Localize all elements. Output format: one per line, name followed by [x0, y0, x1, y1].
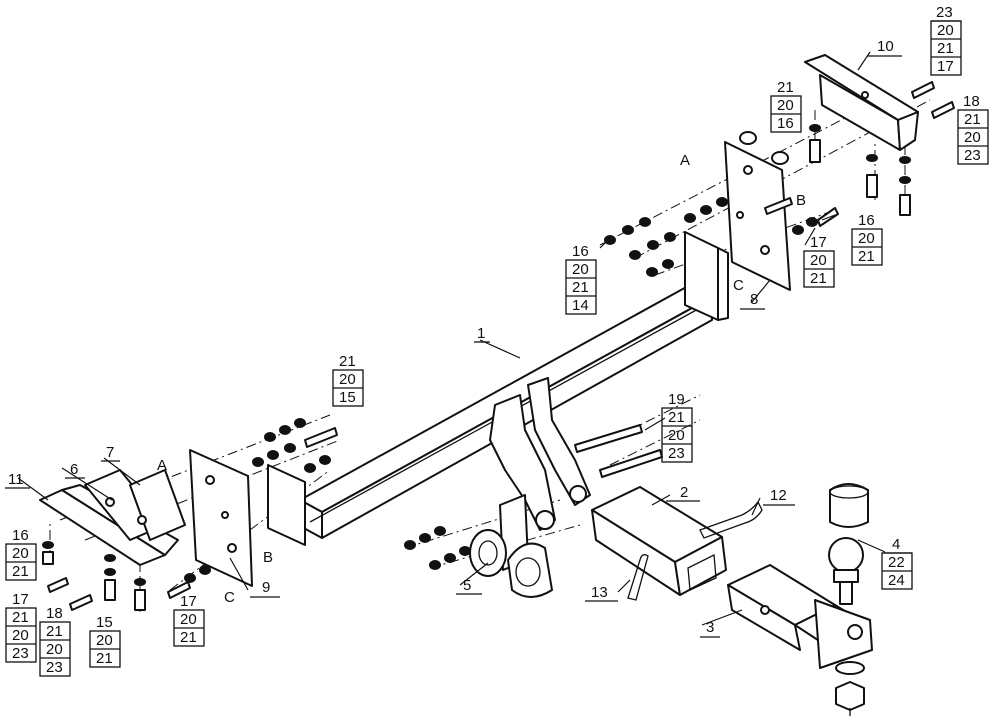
svg-text:21: 21: [810, 270, 827, 287]
svg-text:23: 23: [936, 4, 953, 21]
svg-text:22: 22: [888, 554, 905, 571]
stack-21-20-16: 21 20 16: [770, 79, 802, 133]
hitch-pin: [699, 500, 763, 539]
svg-text:23: 23: [12, 645, 29, 662]
callout-5: 5: [463, 577, 471, 594]
leader-lines: [17, 51, 886, 626]
tow-ball-assembly: [828, 483, 869, 716]
callout-6: 6: [70, 461, 78, 478]
svg-text:21: 21: [858, 248, 875, 265]
svg-text:21: 21: [937, 40, 954, 57]
reference-letters: A B C A B C: [157, 152, 806, 606]
callout-1: 1: [477, 325, 485, 342]
stack-18-21-20-23-right: 18 21 20 23: [957, 93, 989, 165]
stack-18-21-20-23-left: 18 21 20 23: [39, 605, 71, 677]
fastener-set: [42, 81, 955, 611]
svg-text:20: 20: [668, 427, 685, 444]
svg-text:19: 19: [668, 391, 685, 408]
stack-4-22-24: 4 22 24: [881, 536, 913, 590]
svg-text:16: 16: [12, 527, 29, 544]
spring-clip: [627, 554, 649, 601]
svg-text:21: 21: [12, 563, 29, 580]
callout-12: 12: [770, 487, 787, 504]
svg-text:21: 21: [12, 609, 29, 626]
stack-17-20-21-left: 17 20 21: [173, 593, 205, 647]
svg-text:23: 23: [964, 147, 981, 164]
svg-text:4: 4: [892, 536, 900, 553]
stack-16-20-21-left: 16 20 21: [5, 527, 37, 581]
left-frame-brackets: [39, 469, 186, 566]
svg-text:21: 21: [339, 353, 356, 370]
svg-text:17: 17: [180, 593, 197, 610]
svg-text:21: 21: [668, 409, 685, 426]
svg-text:21: 21: [777, 79, 794, 96]
letter-b-right: B: [796, 192, 806, 209]
ball-mount-bar: [727, 564, 873, 669]
svg-text:21: 21: [572, 279, 589, 296]
svg-text:20: 20: [937, 22, 954, 39]
svg-text:17: 17: [12, 591, 29, 608]
svg-text:17: 17: [810, 234, 827, 251]
stack-23-20-21-17: 23 20 21 17: [930, 4, 962, 76]
svg-text:18: 18: [46, 605, 63, 622]
center-bracket: [489, 377, 591, 531]
svg-text:20: 20: [46, 641, 63, 658]
svg-text:21: 21: [96, 650, 113, 667]
letter-c-left: C: [224, 589, 235, 606]
callout-11: 11: [8, 471, 24, 488]
svg-text:24: 24: [888, 572, 905, 589]
receiver-tube: [591, 486, 727, 596]
callout-3: 3: [706, 619, 714, 636]
svg-text:15: 15: [339, 389, 356, 406]
svg-text:17: 17: [937, 58, 954, 75]
svg-text:21: 21: [964, 111, 981, 128]
svg-text:16: 16: [572, 243, 589, 260]
stack-19-21-20-23: 19 21 20 23: [661, 391, 693, 463]
svg-text:14: 14: [572, 297, 589, 314]
stack-15-20-21: 15 20 21: [89, 614, 121, 668]
svg-text:21: 21: [46, 623, 63, 640]
callout-7: 7: [106, 444, 114, 461]
callout-10: 10: [877, 38, 894, 55]
part-callouts: 1 2 3 5 6 7 8 9 10 11 12 13: [5, 38, 902, 638]
svg-text:21: 21: [180, 629, 197, 646]
svg-text:23: 23: [668, 445, 685, 462]
right-frame-bracket: [804, 54, 919, 151]
callout-8: 8: [750, 291, 758, 308]
stack-17-21-20-23: 17 21 20 23: [5, 591, 37, 663]
svg-text:20: 20: [777, 97, 794, 114]
svg-text:20: 20: [339, 371, 356, 388]
svg-text:23: 23: [46, 659, 63, 676]
callout-13: 13: [591, 584, 608, 601]
svg-text:20: 20: [964, 129, 981, 146]
callout-2: 2: [680, 484, 688, 501]
letter-c-right: C: [733, 277, 744, 294]
svg-text:20: 20: [572, 261, 589, 278]
svg-text:20: 20: [96, 632, 113, 649]
callout-9: 9: [262, 579, 270, 596]
right-mounting-plate: [684, 141, 791, 321]
letter-a-left: A: [157, 457, 167, 474]
svg-text:20: 20: [12, 627, 29, 644]
left-mounting-plate: [189, 449, 306, 587]
svg-text:15: 15: [96, 614, 113, 631]
letter-a-right: A: [680, 152, 690, 169]
svg-text:16: 16: [858, 212, 875, 229]
letter-b-left: B: [263, 549, 273, 566]
electrical-socket: [469, 494, 553, 598]
svg-text:16: 16: [777, 115, 794, 132]
svg-text:20: 20: [12, 545, 29, 562]
svg-text:20: 20: [810, 252, 827, 269]
stack-21-20-15: 21 20 15: [332, 353, 364, 407]
stack-17-20-21-right: 17 20 21: [803, 234, 835, 288]
stack-16-20-21-14: 16 20 21 14: [565, 243, 597, 315]
svg-text:20: 20: [858, 230, 875, 247]
center-bolts: [574, 424, 663, 478]
svg-text:20: 20: [180, 611, 197, 628]
svg-text:18: 18: [963, 93, 980, 110]
stack-16-20-21-right: 16 20 21: [851, 212, 883, 266]
